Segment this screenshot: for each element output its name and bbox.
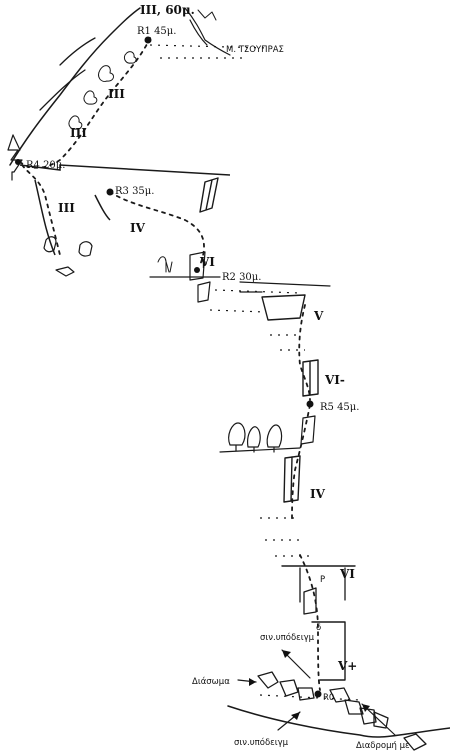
grade-pitch4: VI-	[324, 373, 345, 387]
grade-pitch3: IV	[310, 487, 326, 501]
base-ledge	[259, 694, 361, 701]
r2-area	[149, 251, 221, 303]
belay-label-r2: R2 30μ.	[222, 272, 261, 283]
crack-block-r3	[199, 177, 219, 213]
start-arrow-icon	[361, 703, 396, 736]
grade-pitch1: V+	[337, 659, 357, 673]
grade-pitch9: III	[70, 126, 87, 140]
upper-rock-outline	[9, 7, 231, 166]
grade-top: III, 60μ.	[140, 3, 195, 17]
grade-pitch5: V	[313, 309, 324, 323]
belay-r2-dot	[194, 267, 200, 273]
upper-bushes	[68, 51, 137, 130]
roof-block	[281, 565, 356, 615]
peg-symbol-upper: P	[202, 261, 207, 271]
route-name-label: Μ. ΤΣΟΥΠΡΑΣ	[226, 45, 284, 55]
traverse-label: Διάσωμα	[192, 677, 230, 687]
slab-block	[239, 281, 331, 321]
belay-label-r0: R0	[323, 693, 334, 703]
belay-r0-dot	[314, 690, 322, 698]
nut-symbol: δ	[316, 623, 321, 633]
belay-label-r1: R5 45μ.	[320, 402, 359, 413]
grade-pitch2: VI	[339, 567, 355, 581]
traverse-arrow-icon	[237, 678, 257, 686]
middle-upper-outline	[19, 164, 231, 277]
belay-r4-dot	[15, 159, 21, 165]
approach-label: Διαδρομή με	[356, 741, 410, 751]
r2-ledge-lower	[209, 309, 266, 313]
descent-arrow-icon	[281, 649, 311, 679]
belay-label-r4: R4 20μ.	[26, 160, 65, 171]
ground-line	[227, 705, 450, 738]
descent-label-bottom: σιν.υπόδειγμ	[234, 737, 289, 748]
belay-r5-dot	[144, 36, 152, 44]
route-r1-down	[291, 404, 311, 521]
belay-r1-dot	[306, 400, 314, 408]
base-boulders	[257, 671, 427, 751]
route-upper	[19, 37, 151, 169]
belay-label-r5: R1 45μ.	[137, 26, 176, 37]
crack-block-r1	[300, 359, 319, 445]
trees-mid	[219, 422, 301, 453]
belay-label-r3: R3 35μ.	[115, 186, 154, 197]
belay-r3-dot	[106, 188, 114, 196]
route-r4-r3	[21, 164, 61, 256]
crack-block-iv	[283, 455, 301, 503]
route-lower	[299, 554, 321, 691]
peg-symbol-lower: P	[320, 575, 325, 585]
grade-pitch10: III	[108, 87, 125, 101]
route-r2-to-r1	[298, 304, 311, 401]
approach-arrow-icon	[277, 711, 301, 731]
grade-pitch8: III	[58, 201, 75, 215]
grade-pitch6: VI	[199, 255, 215, 269]
route-r3-traverse	[109, 191, 205, 266]
lower-slab	[311, 621, 346, 681]
descent-label-top: σιν.υπόδειγμ	[260, 632, 315, 643]
grade-pitch7: IV	[130, 221, 146, 235]
